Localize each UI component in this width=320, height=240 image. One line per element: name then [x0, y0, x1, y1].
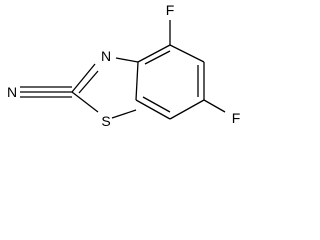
c6-c7-bond	[169, 99, 205, 120]
c4-c5-bond	[169, 44, 205, 63]
c7-c7a-inner-bond	[142, 96, 171, 113]
s1-c7a-bond	[111, 109, 137, 119]
c7a-c3a-bond	[135, 61, 139, 101]
c2-s1-bond	[71, 91, 99, 113]
fluorine-top-label: F	[166, 2, 175, 18]
c3a-c4-bond	[137, 44, 171, 63]
nitrile-nitrogen-label: N	[7, 84, 17, 100]
n3-c3a-bond	[115, 57, 139, 63]
c2-n3-single-bond	[71, 63, 96, 93]
c3a-c4-inner-bond	[144, 50, 171, 65]
c2-n3-double-bond	[78, 70, 99, 94]
fluorine-bottom-label: F	[232, 110, 241, 126]
ring-nitrogen-label: N	[101, 48, 111, 64]
structure-diagram: N N S F F	[7, 2, 241, 129]
ring-sulfur-label: S	[101, 113, 110, 129]
c7-c7a-bond	[135, 99, 171, 120]
c6-f-bond	[203, 99, 226, 113]
